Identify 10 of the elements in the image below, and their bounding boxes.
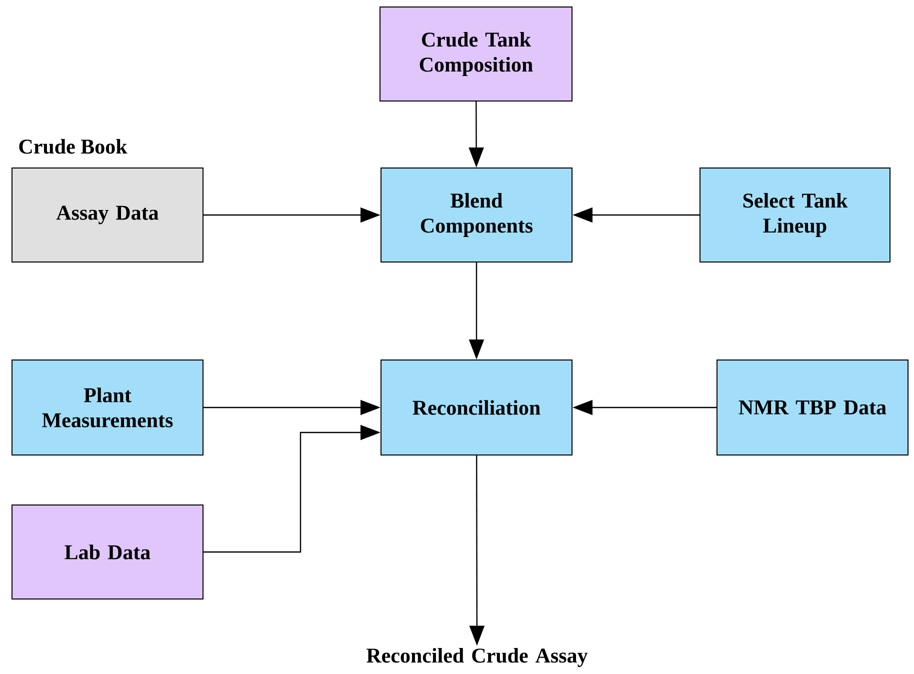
process-box: NMR TBP Data (716, 360, 908, 456)
process-box: Crude Tank Composition (380, 6, 572, 102)
group-heading: Crude Book (19, 138, 128, 154)
output-label: Reconciled Crude Assay (366, 648, 588, 668)
process-box: Assay Data (12, 168, 204, 262)
process-box: Blend Components (380, 168, 572, 262)
process-box: Reconciliation (380, 360, 572, 456)
process-box: Plant Measurements (12, 360, 204, 456)
process-box: Select Tank Lineup (700, 168, 890, 262)
process-box: Lab Data (12, 504, 204, 600)
